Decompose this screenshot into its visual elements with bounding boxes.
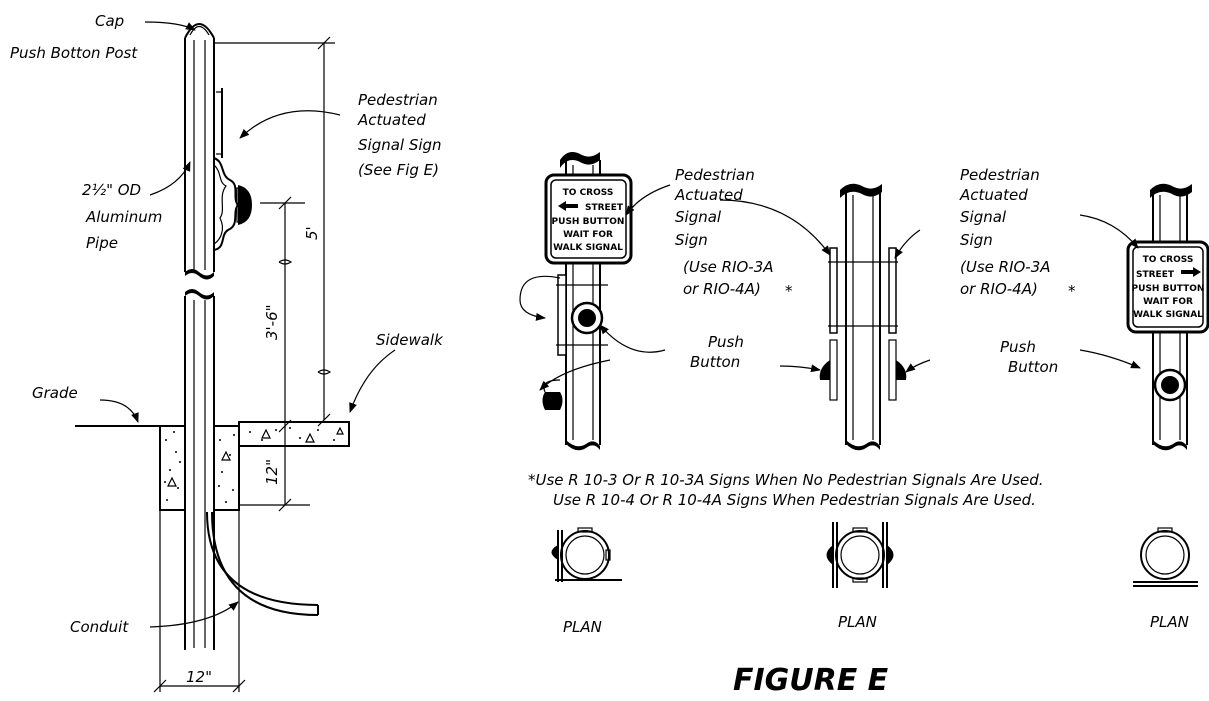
sidewalk-slab (238, 421, 350, 447)
sign-right-line1: TO CROSS (1143, 255, 1194, 265)
label-sidewalk: Sidewalk (376, 331, 444, 349)
callout-a-2: Actuated (674, 186, 743, 204)
label-sign-1: Pedestrian (358, 91, 438, 109)
dim-12in-horizontal: 12" (186, 668, 212, 686)
label-pipe-material: Aluminum (85, 208, 162, 226)
note-line-2: Use R 10-4 Or R 10-4A Signs When Pedestr… (553, 491, 1036, 509)
dim-5ft: 5' (303, 226, 321, 240)
post-cap (184, 23, 215, 39)
push-a-1: Push (708, 333, 744, 351)
sign-right-line3: PUSH BUTTON (1132, 284, 1205, 294)
push-button-post-elevation (75, 21, 396, 693)
push-button-a (578, 309, 596, 327)
dim-12in-vertical: 12" (263, 459, 281, 485)
left-labels: Cap Push Botton Post 2½" OD Aluminum Pip… (10, 12, 444, 686)
callout-b-1: Pedestrian (960, 166, 1040, 184)
arrow-left-icon (558, 201, 578, 211)
figure-e-post-b (719, 183, 931, 451)
use-b-1: (Use RIO-3A (960, 258, 1051, 276)
sign-left-line3: PUSH BUTTON (552, 217, 625, 227)
callout-b-4: Sign (960, 231, 993, 249)
note-line-1: *Use R 10-3 Or R 10-3A Signs When No Ped… (528, 471, 1044, 489)
callout-b-3: Signal (960, 208, 1007, 226)
figure-e-post-a: TO CROSS STREET PUSH BUTTON WAIT FOR WAL… (519, 152, 671, 451)
sign-left-line2: STREET (585, 203, 624, 213)
figure-e-post-c: TO CROSS STREET PUSH BUTTON WAIT FOR WAL… (1079, 183, 1209, 451)
plan-label-c: PLAN (1150, 613, 1189, 631)
label-post: Push Botton Post (10, 44, 138, 62)
sign-r10-3a-left (544, 173, 633, 265)
label-grade: Grade (32, 384, 78, 402)
plan-label-b: PLAN (838, 613, 877, 631)
use-a-asterisk: * (785, 282, 793, 300)
label-sign-3: Signal Sign (358, 136, 442, 154)
plan-view-b (826, 522, 894, 588)
dim-3ft6in: 3'-6" (263, 304, 281, 340)
concrete-footing-left (159, 425, 186, 511)
callout-a-3: Signal (675, 208, 722, 226)
plan-view-c (1133, 527, 1198, 587)
callout-b-2: Actuated (959, 186, 1028, 204)
sign-right-line2: STREET (1136, 270, 1175, 280)
plan-label-a: PLAN (563, 618, 602, 636)
figure-title: FIGURE E (733, 663, 889, 698)
label-sign-4: (See Fig E) (358, 161, 439, 179)
sign-r10-3a-right (1126, 240, 1209, 334)
plan-view-a (551, 527, 622, 582)
push-a-2: Button (690, 353, 740, 371)
use-b-asterisk: * (1068, 282, 1076, 300)
sign-left-line5: WALK SIGNAL (553, 243, 623, 253)
label-sign-2: Actuated (357, 111, 426, 129)
arrow-right-icon (1181, 267, 1201, 277)
sign-right-line5: WALK SIGNAL (1133, 310, 1203, 320)
callout-a-4: Sign (675, 231, 708, 249)
push-b-1: Push (1000, 338, 1036, 356)
sign-right-line4: WAIT FOR (1143, 297, 1193, 307)
use-a-1: (Use RIO-3A (683, 258, 774, 276)
label-pipe: Pipe (86, 234, 118, 252)
push-button-c (1161, 376, 1179, 394)
use-b-2: or RIO-4A) (960, 280, 1038, 298)
label-conduit: Conduit (70, 618, 129, 636)
concrete-footing-right (213, 425, 240, 511)
figure-e-labels: Pedestrian Actuated Signal Sign (Use RIO… (528, 166, 1189, 698)
label-pipe-od: 2½" OD (82, 181, 141, 199)
use-a-2: or RIO-4A) (683, 280, 761, 298)
sign-left-line4: WAIT FOR (563, 230, 613, 240)
push-b-2: Button (1008, 358, 1058, 376)
callout-a-1: Pedestrian (675, 166, 755, 184)
label-cap: Cap (95, 12, 124, 30)
sign-left-line1: TO CROSS (563, 188, 614, 198)
